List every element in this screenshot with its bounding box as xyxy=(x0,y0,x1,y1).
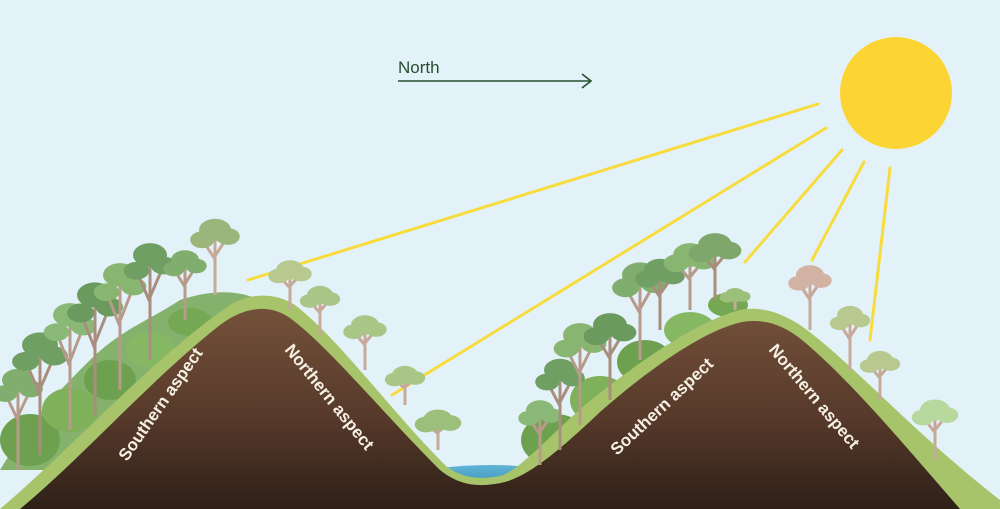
tree xyxy=(583,313,637,400)
tree xyxy=(518,400,562,465)
north-arrow-head xyxy=(581,73,593,89)
sun-ray xyxy=(390,126,828,397)
tree xyxy=(788,265,832,330)
sun-ray xyxy=(868,166,892,342)
sun-ray xyxy=(743,148,844,264)
sun xyxy=(840,37,952,149)
hills-soil xyxy=(20,308,960,509)
north-label: North xyxy=(398,58,440,77)
tree xyxy=(414,409,462,450)
tree xyxy=(190,218,240,295)
trees xyxy=(0,218,959,470)
sun-ray xyxy=(246,102,820,282)
sun-rays xyxy=(246,102,892,397)
tree xyxy=(719,288,751,310)
tree xyxy=(268,260,312,310)
sun-ray xyxy=(810,160,866,262)
tree xyxy=(343,315,387,370)
tree xyxy=(829,305,871,370)
tree xyxy=(299,285,341,335)
north-arrow: North xyxy=(398,58,593,89)
tree xyxy=(859,350,901,400)
tree xyxy=(93,263,147,390)
tree xyxy=(0,368,43,470)
tree xyxy=(911,399,959,460)
tree xyxy=(688,233,742,300)
tree xyxy=(384,365,426,405)
tree xyxy=(163,250,207,320)
